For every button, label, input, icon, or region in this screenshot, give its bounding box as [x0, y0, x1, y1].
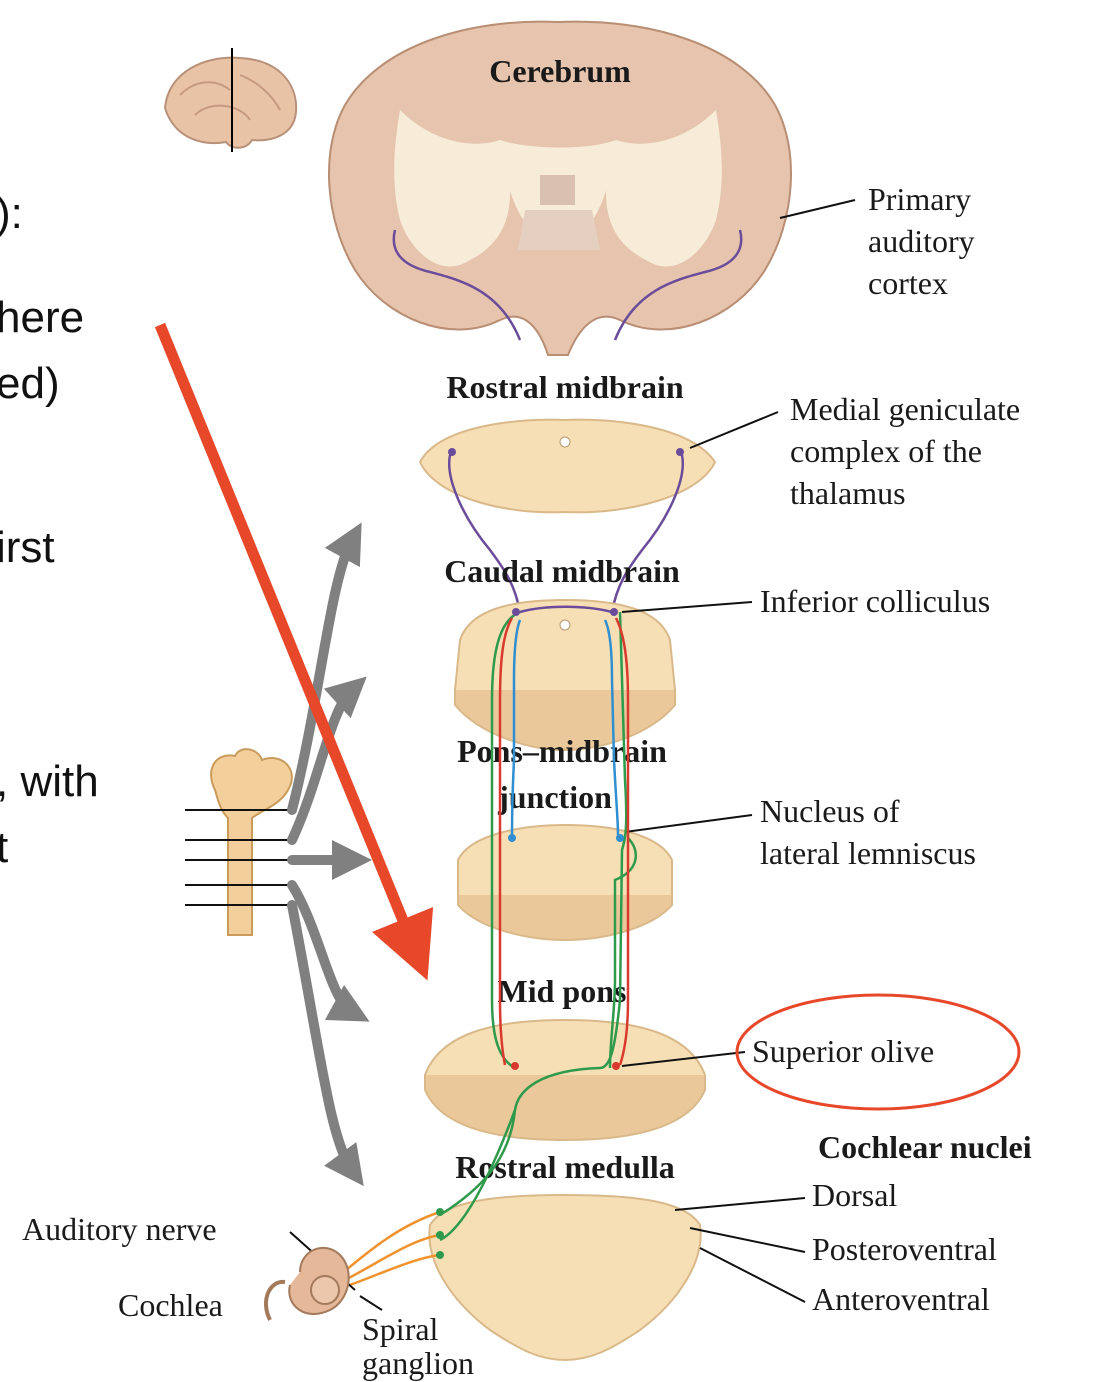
rostral-midbrain-label: Rostral midbrain	[446, 369, 684, 405]
cochlea-label: Cochlea	[118, 1287, 223, 1323]
pons-midbrain-label-line2: junction	[497, 779, 612, 815]
spiral-ganglion-label-line1: Spiral	[362, 1311, 439, 1347]
slide-fragment-4: irst	[0, 523, 55, 572]
svg-text:Medial geniculate: Medial geniculate	[790, 391, 1020, 427]
auditory-nerve-label: Auditory nerve	[22, 1211, 217, 1247]
svg-text:Nucleus of: Nucleus of	[760, 793, 900, 829]
cochlea-icon	[266, 1248, 349, 1320]
caudal-midbrain-section: Caudal midbrain	[444, 553, 680, 750]
caudal-midbrain-label: Caudal midbrain	[444, 553, 680, 589]
cochlear-nuclei-labels: Cochlear nuclei Dorsal Posteroventral An…	[675, 1129, 1032, 1317]
dorsal-label: Dorsal	[812, 1177, 897, 1213]
slide-fragment-5: , with	[0, 757, 99, 806]
spiral-ganglion-label-line2: ganglion	[362, 1345, 474, 1381]
pons-midbrain-label-line1: Pons–midbrain	[457, 733, 667, 769]
medial-geniculate-label: Medial geniculate complex of the thalamu…	[690, 391, 1020, 511]
slide-fragment-6: t	[0, 823, 8, 872]
slide-fragment-1: ):	[0, 189, 23, 238]
pons-midbrain-section: Pons–midbrain junction	[457, 733, 672, 940]
slide-fragment-3: ed)	[0, 359, 60, 408]
primary-auditory-cortex-label: Primary auditory cortex	[780, 181, 975, 301]
auditory-nerve-group: Auditory nerve Cochlea Spiral ganglion	[22, 1211, 474, 1381]
anteroventral-label: Anteroventral	[812, 1281, 990, 1317]
svg-text:Primary: Primary	[868, 181, 971, 217]
svg-text:Inferior colliculus: Inferior colliculus	[760, 583, 990, 619]
red-highlight-arrow	[160, 325, 415, 950]
rostral-medulla-section: Rostral medulla	[429, 1149, 700, 1360]
nucleus-lateral-lemniscus-label: Nucleus of lateral lemniscus	[625, 793, 976, 871]
cerebrum-section: Cerebrum	[329, 22, 791, 355]
svg-text:Superior olive: Superior olive	[752, 1033, 934, 1069]
slide-text: ): here ed) irst , with t	[0, 189, 99, 872]
gray-arrows	[292, 540, 352, 1170]
posteroventral-label: Posteroventral	[812, 1231, 997, 1267]
slide-fragment-2: here	[0, 293, 84, 342]
svg-text:lateral lemniscus: lateral lemniscus	[760, 835, 976, 871]
rostral-medulla-label: Rostral medulla	[455, 1149, 675, 1185]
svg-text:thalamus: thalamus	[790, 475, 906, 511]
mid-pons-label: Mid pons	[498, 973, 627, 1009]
cerebrum-label: Cerebrum	[489, 53, 631, 89]
svg-text:auditory: auditory	[868, 223, 975, 259]
small-brain-icon	[165, 48, 296, 152]
brainstem-icon	[185, 749, 292, 935]
svg-text:cortex: cortex	[868, 265, 948, 301]
mid-pons-section: Mid pons	[425, 973, 705, 1140]
svg-text:complex of the: complex of the	[790, 433, 982, 469]
cochlear-nuclei-title: Cochlear nuclei	[818, 1129, 1032, 1165]
